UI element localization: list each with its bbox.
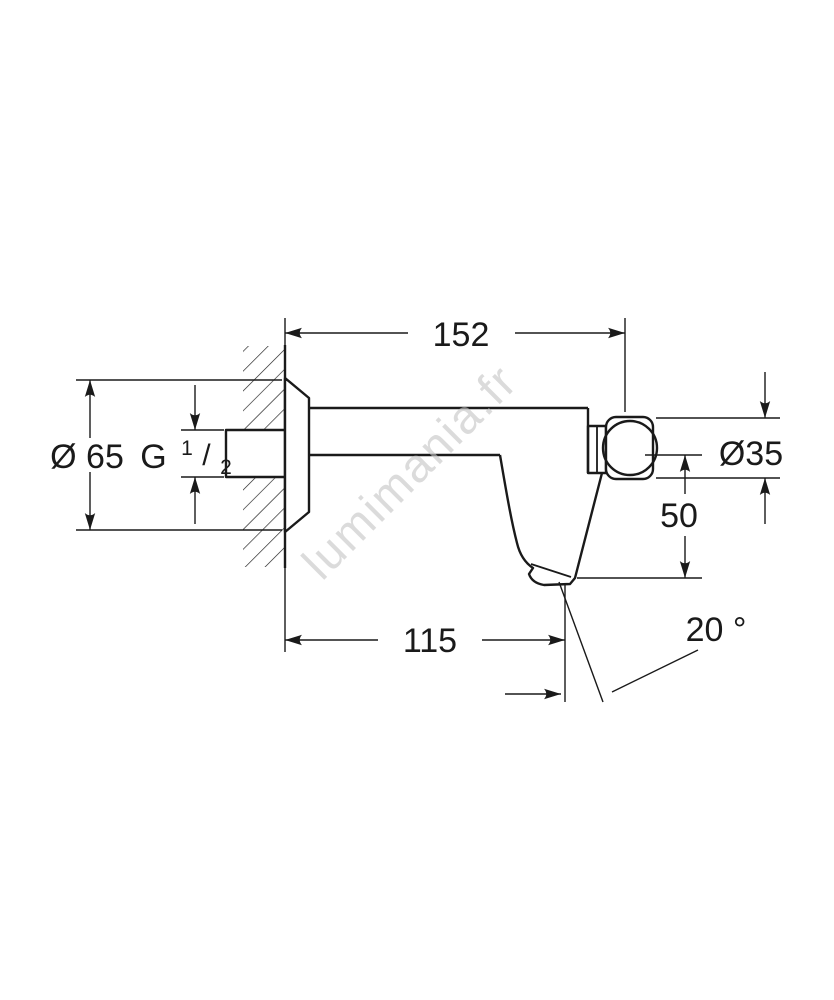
thread-size-label: G 1 / 2: [140, 425, 232, 479]
spout-drop-label: 50: [660, 497, 698, 535]
thread-slash: /: [202, 439, 211, 472]
watermark-text: lumimania.fr: [292, 354, 527, 589]
dim-thread: [181, 385, 224, 524]
dimension-labels: 152 Ø 65 G 1 / 2 Ø35 50 115 20 °: [50, 316, 783, 660]
spray-angle-label: 20 °: [686, 611, 747, 649]
dim-knob-diameter: [656, 372, 780, 524]
dim-spout-drop: [577, 454, 702, 579]
angle-leader-line: [611, 649, 699, 693]
angle-spray-line: [558, 581, 604, 703]
spout-reach-label: 115: [403, 622, 457, 660]
thread-connector: [224, 428, 287, 479]
push-knob: [604, 415, 655, 481]
spout: [498, 454, 604, 587]
dimension-lines: [76, 318, 780, 703]
overall-length-label: 152: [433, 316, 490, 354]
thread-letter: G: [140, 438, 166, 476]
thread-numerator: 1: [181, 437, 193, 460]
dim-spout-reach: [284, 568, 565, 652]
thread-denominator: 2: [220, 456, 232, 479]
dim-spray-angle: [505, 581, 699, 703]
faucet-outline: [224, 376, 659, 587]
knob-diameter-label: Ø35: [719, 435, 783, 473]
aerator-line: [530, 563, 572, 578]
dim-flange-diameter: [76, 379, 282, 531]
mounting-flange: [283, 376, 311, 534]
push-knob-face: [601, 419, 659, 477]
flange-diameter-label: Ø 65: [50, 438, 124, 476]
dim-overall-length: [284, 318, 626, 412]
